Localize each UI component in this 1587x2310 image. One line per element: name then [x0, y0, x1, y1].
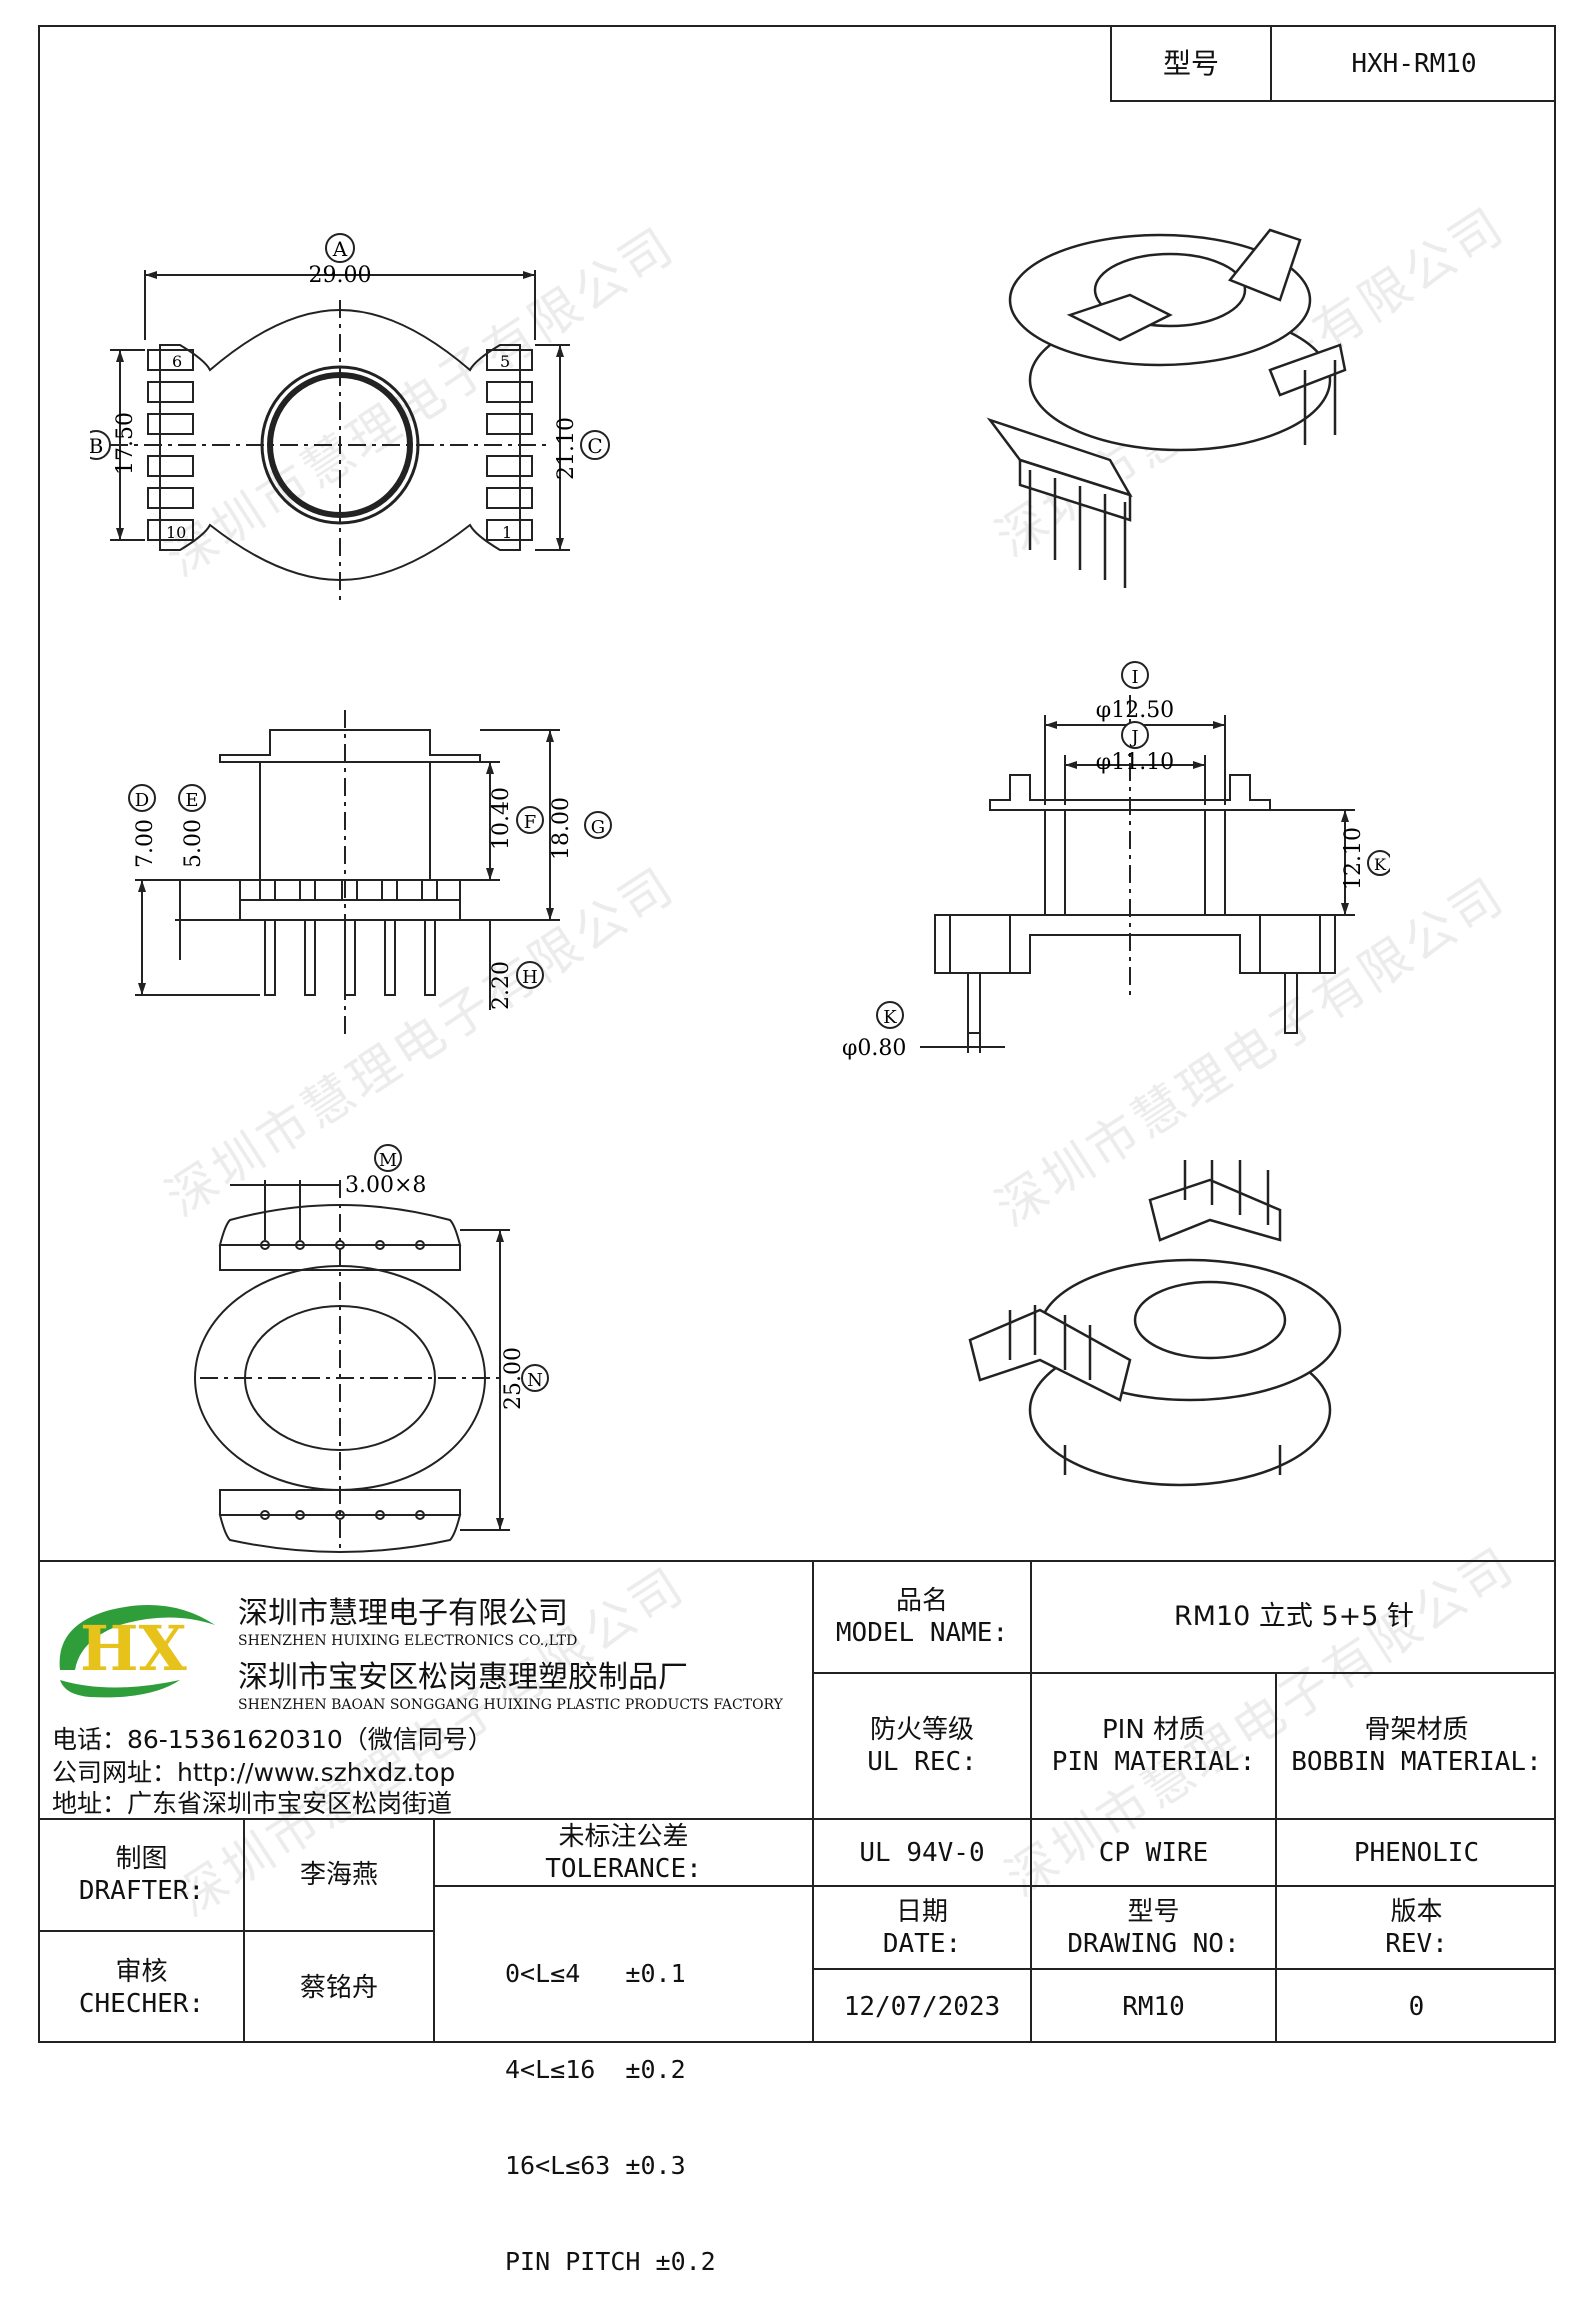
- dim-C-value: 21.10: [554, 417, 579, 480]
- tolerance-row: 0<L≤4 ±0.1: [505, 1959, 686, 1988]
- top-view-drawing: A 29.00 B 17.50 C 21.10 6 5 10 1: [90, 233, 610, 600]
- rev-value: 0: [1408, 1991, 1425, 2022]
- factory-name-cn: 深圳市宝安区松岗惠理塑胶制品厂: [238, 1660, 688, 1695]
- date-label: 日期 DATE:: [882, 1896, 962, 1959]
- pin-5-label: 5: [500, 352, 510, 371]
- dim-H-value: 2.20: [489, 961, 514, 1010]
- company-name-en: SHENZHEN HUIXING ELECTRONICS CO.,LTD: [238, 1633, 578, 1649]
- dim-K2-label: K: [883, 1007, 897, 1028]
- dim-A-value: 29.00: [309, 263, 372, 288]
- side-view-drawing: D E 7.00 5.00 10.40 F 18.00 G 2.20 H: [128, 710, 612, 1040]
- pin-material-value: CP WIRE: [1098, 1837, 1209, 1868]
- company-logo: HX: [59, 1605, 216, 1698]
- model-name-label: 品名 MODEL NAME:: [835, 1586, 1009, 1648]
- dim-N-label: N: [527, 1370, 543, 1391]
- logo-letters: HX: [80, 1612, 188, 1685]
- checker-name: 蔡铭舟: [299, 1972, 378, 2003]
- tolerance-label: 未标注公差 TOLERANCE:: [545, 1821, 702, 1884]
- model-header-box: [1110, 25, 1556, 102]
- dim-E-value: 5.00: [181, 819, 206, 868]
- pin-10-label: 10: [166, 523, 186, 542]
- tolerance-row: 16<L≤63 ±0.3: [505, 2151, 686, 2180]
- company-website: 公司网址：http://www.szhxdz.top: [52, 1758, 456, 1787]
- dim-M-label: M: [379, 1150, 397, 1171]
- dim-J-value: φ11.10: [1096, 750, 1174, 775]
- bottom-view-drawing: M 3.00×8 25.00 N: [194, 1144, 549, 1554]
- company-name-cn: 深圳市慧理电子有限公司: [238, 1596, 568, 1631]
- dim-K2-value: φ0.80: [842, 1036, 906, 1061]
- dim-G-label: G: [591, 817, 605, 838]
- bobbin-material-label: 骨架材质 BOBBIN MATERIAL:: [1291, 1715, 1542, 1777]
- dim-K-value: 12.10: [1341, 827, 1366, 890]
- dim-F-label: F: [524, 812, 537, 833]
- front-view-drawing: I φ12.50 J φ11.10 12.10 K K φ0.80: [842, 661, 1390, 1061]
- bobbin-material-value: PHENOLIC: [1353, 1837, 1480, 1868]
- dim-I-value: φ12.50: [1096, 698, 1174, 723]
- pin-1-label: 1: [502, 523, 512, 542]
- tolerance-table: 0<L≤4 ±0.1 4<L≤16 ±0.2 16<L≤63 ±0.3 PIN …: [505, 1894, 716, 2310]
- isometric-view-bottom: [968, 1160, 1342, 1487]
- drawing-frame: [38, 25, 1556, 2043]
- tolerance-row: PIN PITCH ±0.2: [505, 2247, 716, 2276]
- dim-K-label: K: [1374, 855, 1387, 874]
- model-label: 型号: [1162, 46, 1219, 80]
- pin-material-label: PIN 材质 PIN MATERIAL:: [1051, 1715, 1256, 1777]
- isometric-view-top: [986, 228, 1347, 588]
- checker-label: 审核 CHECHER:: [78, 1956, 205, 2019]
- dim-C-label: C: [587, 434, 602, 458]
- dim-H-label: H: [522, 967, 538, 988]
- factory-name-en: SHENZHEN BAOAN SONGGANG HUIXING PLASTIC …: [238, 1697, 783, 1713]
- dim-A-label: A: [332, 237, 348, 261]
- model-name-value: RM10 立式 5+5 针: [1173, 1601, 1415, 1632]
- dim-I-label: I: [1131, 667, 1138, 688]
- drawing-no-label: 型号 DRAWING NO:: [1067, 1896, 1240, 1959]
- ul-rec-value: UL 94V-0: [859, 1837, 985, 1868]
- dim-B-value: 17.50: [113, 412, 138, 475]
- pin-6-label: 6: [172, 352, 182, 371]
- date-value: 12/07/2023: [843, 1991, 1001, 2022]
- drawing-no-value: RM10: [1122, 1991, 1185, 2022]
- ul-rec-label: 防火等级 UL REC:: [867, 1715, 977, 1777]
- company-address: 地址：广东省深圳市宝安区松岗街道: [52, 1789, 453, 1818]
- company-phone: 电话：86-15361620310（微信同号）: [52, 1725, 493, 1754]
- rev-label: 版本 REV:: [1385, 1896, 1448, 1959]
- dim-F-value: 10.40: [489, 787, 514, 850]
- dim-D-value: 7.00: [133, 819, 158, 868]
- dim-G-value: 18.00: [549, 797, 574, 860]
- tolerance-row: 4<L≤16 ±0.2: [505, 2055, 686, 2084]
- dim-B-label: B: [90, 434, 103, 458]
- drafter-label: 制图 DRAFTER:: [78, 1844, 205, 1906]
- dim-E-label: E: [185, 790, 198, 811]
- dim-D-label: D: [135, 790, 149, 811]
- model-value: HXH-RM10: [1351, 48, 1477, 79]
- dim-J-label: J: [1129, 727, 1138, 748]
- dim-M-value: 3.00×8: [345, 1173, 426, 1198]
- drafter-name: 李海燕: [299, 1860, 378, 1890]
